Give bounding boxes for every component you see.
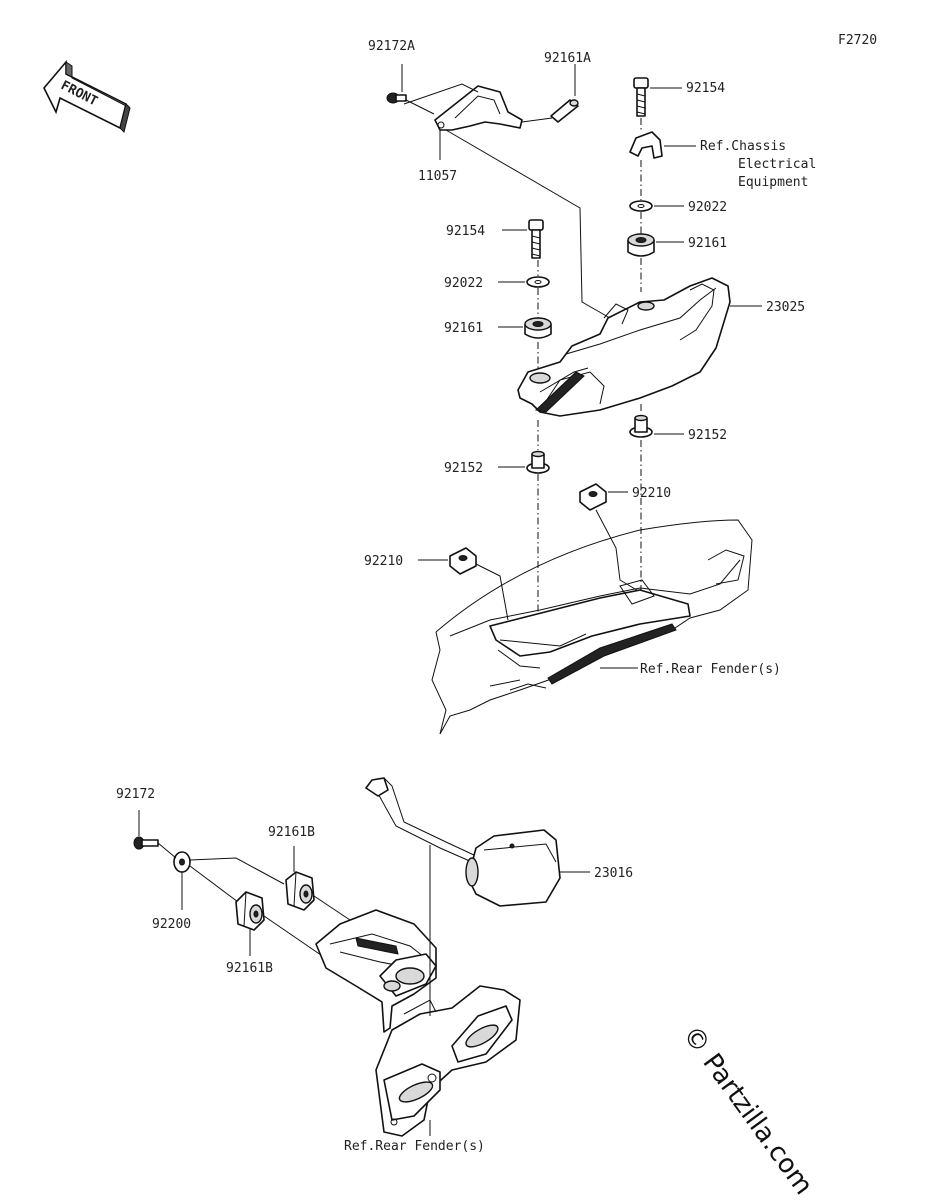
- label-92154-top: 92154: [686, 81, 725, 96]
- bolt-92172A: [386, 92, 407, 104]
- label-92161A: 92161A: [544, 51, 591, 66]
- grommet-92161B-bottom: [235, 891, 265, 931]
- collar-92152-left: [526, 450, 550, 474]
- ref-rear-fender-upper: Ref.Rear Fender(s): [640, 662, 781, 677]
- cover-23025: [517, 277, 731, 417]
- ref-chassis-line3: Equipment: [738, 175, 808, 190]
- grommet-92161B-top: [285, 871, 315, 911]
- label-92161-left: 92161: [444, 321, 483, 336]
- label-92210-right: 92210: [632, 486, 671, 501]
- washer-92022-left: [526, 276, 550, 288]
- label-23016: 23016: [594, 866, 633, 881]
- washer-92200: [173, 851, 191, 873]
- collar-92152-right: [629, 414, 653, 438]
- nut-92210-left: [449, 547, 477, 575]
- ref-chassis-line1: Ref.Chassis: [700, 139, 786, 154]
- rear-fender-lower: [375, 985, 521, 1137]
- bolt-92154-left: [528, 219, 544, 259]
- grommet-92161-left: [524, 317, 552, 339]
- label-92161B-bottom: 92161B: [226, 961, 273, 976]
- label-92161B-top: 92161B: [268, 825, 315, 840]
- ref-chassis-line2: Electrical: [738, 157, 816, 172]
- rear-fender-upper: [431, 519, 753, 735]
- label-11057: 11057: [418, 169, 457, 184]
- ref-rear-fender-lower: Ref.Rear Fender(s): [344, 1139, 485, 1154]
- diagram-code: F2720: [838, 33, 877, 48]
- bracket-11057: [434, 85, 523, 131]
- label-92152-left: 92152: [444, 461, 483, 476]
- grommet-92161-right: [627, 233, 655, 257]
- collar-92161A: [550, 99, 579, 123]
- washer-92022-right: [629, 200, 653, 212]
- license-bracket: [315, 909, 437, 1033]
- label-92022-left: 92022: [444, 276, 483, 291]
- label-92152-right: 92152: [688, 428, 727, 443]
- clip-ref-chassis: [629, 131, 663, 159]
- label-92200: 92200: [152, 917, 191, 932]
- watermark: © Partzilla.com: [676, 1020, 818, 1200]
- front-arrow-icon: FRONT: [43, 59, 131, 133]
- label-92022-right: 92022: [688, 200, 727, 215]
- nut-92210-right: [579, 483, 607, 511]
- license-light-23016: [365, 777, 561, 907]
- label-92210-left: 92210: [364, 554, 403, 569]
- label-92172A: 92172A: [368, 39, 415, 54]
- label-92154-left: 92154: [446, 224, 485, 239]
- label-92172: 92172: [116, 787, 155, 802]
- label-23025: 23025: [766, 300, 805, 315]
- bolt-92154-right: [633, 77, 649, 117]
- label-92161-right: 92161: [688, 236, 727, 251]
- screw-92172: [133, 836, 159, 850]
